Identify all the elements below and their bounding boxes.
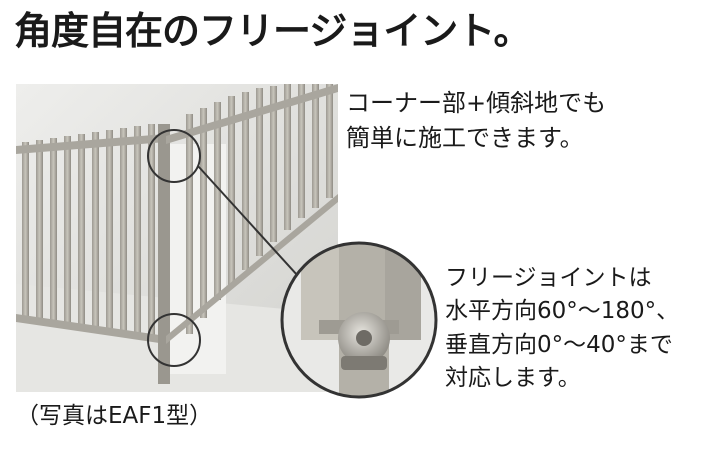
note-bottom-line: 垂直方向0°～40°まで [445,331,673,358]
note-bottom-line: 対応します。 [445,365,581,392]
note-bottom-line: 水平方向60°～180°、 [445,298,680,325]
fence-photo [16,84,338,392]
note-top-line: 簡単に施工できます。 [346,123,584,152]
note-top-line: コーナー部+傾斜地でも [346,89,607,117]
note-bottom: フリージョイントは 水平方向60°～180°、 垂直方向0°～40°まで 対応し… [445,262,679,395]
joint-closeup [280,241,438,399]
photo-caption: （写真はEAF1型） [16,403,213,429]
note-bottom-line: フリージョイントは [445,265,652,291]
note-top: コーナー部+傾斜地でも 簡単に施工できます。 [346,86,606,156]
page-title: 角度自在のフリージョイント。 [14,9,531,53]
